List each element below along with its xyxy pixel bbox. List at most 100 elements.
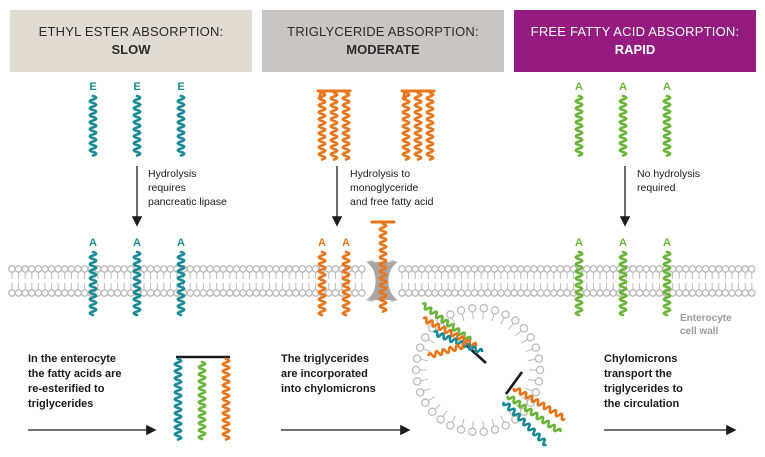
lipid-head bbox=[563, 265, 571, 273]
lipid-head bbox=[655, 289, 664, 297]
lipid-head bbox=[483, 289, 492, 297]
chain-label: A bbox=[575, 237, 583, 249]
chylomicron-lipid-head bbox=[446, 421, 455, 430]
lipid-head bbox=[530, 289, 538, 297]
lipid-head bbox=[186, 265, 195, 273]
description-re-esterified: In the enterocyte the fatty acids are re… bbox=[28, 352, 122, 412]
lipid-head bbox=[357, 289, 366, 297]
desc-line: Chylomicrons bbox=[604, 353, 678, 365]
lipid-head bbox=[285, 289, 294, 297]
lipid-head bbox=[113, 289, 122, 297]
header-free-fatty-acid: FREE FATTY ACID ABSORPTION: RAPID bbox=[514, 10, 756, 72]
lipid-head bbox=[549, 265, 558, 273]
wall-label-line: cell wall bbox=[680, 326, 719, 337]
lipid-head bbox=[398, 289, 406, 297]
lipid-head bbox=[688, 289, 697, 297]
lipid-head bbox=[510, 289, 519, 297]
lipid-head bbox=[67, 289, 76, 297]
lipid-head bbox=[464, 265, 472, 273]
note-hydrolysis-monoglyceride: Hydrolysis to monoglyceride and free fat… bbox=[350, 167, 433, 209]
lipid-head bbox=[602, 265, 611, 273]
chylomicron-lipid-head bbox=[411, 365, 421, 375]
lipid-head bbox=[331, 289, 340, 297]
lipid-head bbox=[490, 289, 499, 297]
lipid-head bbox=[153, 289, 162, 297]
lipid-head bbox=[107, 265, 115, 273]
glycerol-backbone bbox=[504, 371, 524, 395]
lipid-head bbox=[523, 265, 532, 273]
lipid-head bbox=[417, 289, 426, 297]
lipid-head bbox=[252, 289, 261, 297]
lipid-head bbox=[556, 289, 565, 297]
lipid-head bbox=[298, 265, 307, 273]
lipid-head bbox=[417, 265, 426, 273]
chylomicron-lipid-head bbox=[519, 323, 529, 333]
fatty-acid-chain bbox=[425, 91, 435, 161]
fatty-acid-chain bbox=[317, 91, 327, 161]
note-line: requires bbox=[148, 182, 186, 194]
lipid-head bbox=[80, 265, 89, 273]
lipid-head bbox=[708, 265, 717, 273]
fatty-acid-chain bbox=[413, 91, 423, 161]
fatty-acid-chain bbox=[221, 357, 231, 441]
lipid-head bbox=[199, 289, 208, 297]
lipid-head bbox=[258, 289, 267, 297]
lipid-head bbox=[629, 265, 637, 273]
lipid-head bbox=[589, 289, 598, 297]
header-title: TRIGLYCERIDE ABSORPTION: bbox=[287, 24, 479, 39]
lipid-head bbox=[536, 289, 545, 297]
lipid-head bbox=[516, 289, 525, 297]
lipid-head bbox=[331, 265, 340, 273]
lipid-head bbox=[741, 265, 750, 273]
chylomicron-lipid-head bbox=[534, 377, 544, 386]
lipid-head bbox=[437, 289, 446, 297]
desc-line: In the enterocyte bbox=[28, 353, 117, 365]
lipid-head bbox=[140, 289, 148, 297]
note-line: No hydrolysis bbox=[637, 168, 701, 180]
lipid-head bbox=[206, 289, 214, 297]
note-hydrolysis-lipase: Hydrolysis requires pancreatic lipase bbox=[148, 167, 227, 209]
fatty-acid-chain bbox=[176, 250, 186, 317]
arrows bbox=[28, 166, 737, 436]
fatty-acid-chain bbox=[506, 395, 562, 433]
lipid-head bbox=[536, 265, 545, 273]
lipid-head bbox=[404, 289, 413, 297]
lipid-head bbox=[305, 265, 313, 273]
lipid-head bbox=[582, 265, 591, 273]
lipid-head bbox=[450, 265, 459, 273]
lipid-head bbox=[146, 265, 155, 273]
fatty-acid-chain bbox=[132, 94, 142, 157]
chylomicron-lipid-head bbox=[456, 306, 466, 315]
lipid-head bbox=[424, 289, 433, 297]
lipid-head bbox=[437, 265, 446, 273]
lipid-head bbox=[272, 265, 280, 273]
lipid-head bbox=[444, 289, 453, 297]
lipid-head bbox=[21, 289, 30, 297]
fatty-acid-chain bbox=[132, 250, 142, 317]
lipid-head bbox=[596, 265, 604, 273]
lipid-head bbox=[351, 289, 360, 297]
lipid-head bbox=[728, 289, 736, 297]
fatty-acid-chain bbox=[574, 94, 584, 157]
lipid-head bbox=[278, 289, 287, 297]
header-speed: MODERATE bbox=[346, 42, 420, 57]
chain-label: A bbox=[89, 237, 97, 249]
lipid-head bbox=[225, 289, 234, 297]
header-title: ETHYL ESTER ABSORPTION: bbox=[38, 24, 224, 39]
lipid-head bbox=[245, 289, 254, 297]
lipid-head bbox=[483, 265, 492, 273]
chain-label: A bbox=[619, 237, 627, 249]
lipid-head bbox=[212, 289, 221, 297]
monoglyceride-chain bbox=[378, 222, 388, 313]
lipid-head bbox=[166, 265, 175, 273]
chylomicron-lipid-head bbox=[421, 333, 430, 342]
lipid-head bbox=[285, 265, 294, 273]
lipid-head bbox=[219, 265, 228, 273]
lipid-head bbox=[589, 265, 598, 273]
chain-label: A bbox=[663, 81, 671, 93]
lipid-head bbox=[470, 289, 479, 297]
lipid-head bbox=[688, 265, 697, 273]
note-line: Hydrolysis to bbox=[350, 168, 411, 180]
note-line: and free fatty acid bbox=[350, 196, 434, 208]
lipid-head bbox=[701, 289, 710, 297]
